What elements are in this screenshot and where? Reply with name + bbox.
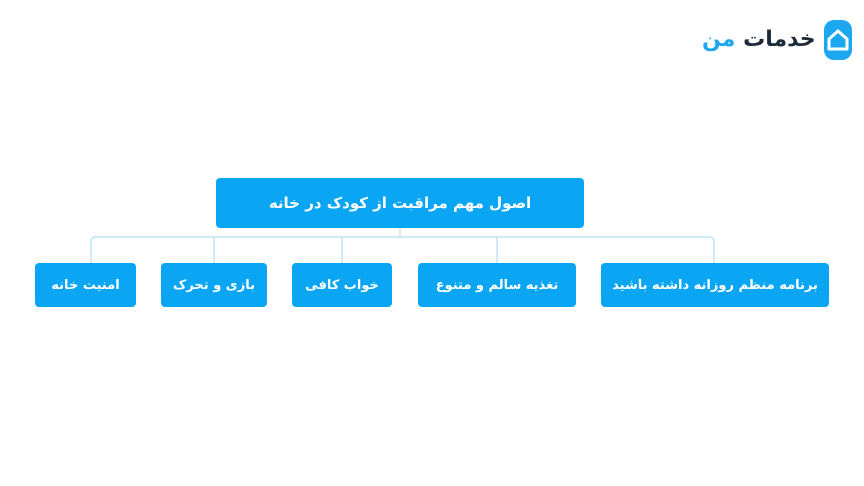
child-node-safety: امنیت خانه	[35, 263, 136, 307]
root-node: اصول مهم مراقبت از کودک در خانه	[216, 178, 584, 228]
brand-word-2: من	[702, 27, 736, 52]
connector-bus	[90, 236, 715, 263]
child-node-sleep: خواب کافی	[292, 263, 392, 307]
child-node-daily-routine: برنامه منظم روزانه داشته باشید	[601, 263, 829, 307]
child-node-play: بازی و تحرک	[161, 263, 267, 307]
house-icon	[823, 20, 852, 60]
brand-logo[interactable]: خدمات من	[702, 18, 852, 62]
brand-name: خدمات من	[702, 29, 816, 51]
child-node-nutrition: تغذیه سالم و متنوع	[418, 263, 576, 307]
brand-word-1: خدمات	[743, 27, 816, 52]
